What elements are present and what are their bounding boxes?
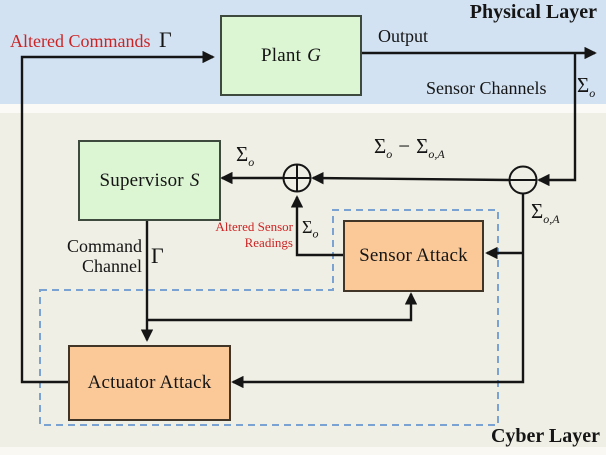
altered-sensor-wire [290, 195, 343, 257]
physical-layer-title: Physical Layer [469, 1, 597, 23]
sigma-diff-wire [311, 171, 511, 185]
layer-divider [0, 104, 606, 113]
sigma-base: Σ [302, 217, 313, 237]
altered-commands-wire [20, 50, 215, 384]
plant-variable: G [307, 44, 321, 66]
sigma-o-channel-label: Σo [577, 73, 596, 101]
sigma-base: Σ [416, 134, 429, 158]
sigma-sub: o [386, 147, 393, 162]
sensor-channels-label: Sensor Channels [426, 78, 547, 98]
gamma-symbol-command: Γ [151, 243, 164, 268]
sigma-sub: o,A [428, 147, 445, 162]
sigma-sub: o [312, 226, 319, 241]
attack-region-dashed-border [39, 209, 499, 426]
altered-sensor-line1: Altered Sensor [215, 219, 293, 234]
sigma-diff-label: Σo−Σo,A [374, 134, 445, 162]
supervisor-variable: S [189, 169, 200, 191]
actuator-attack-label: Actuator Attack [87, 372, 212, 393]
bottom-strip [0, 447, 606, 455]
sigma-base: Σ [577, 73, 590, 97]
altered-commands-text: Altered Commands [10, 31, 151, 51]
sigma-o-altered-label: Σo [302, 217, 319, 241]
sigma-base: Σ [531, 199, 544, 223]
gamma-symbol-top: Γ [158, 27, 172, 52]
sensor-attack-label: Sensor Attack [359, 245, 468, 266]
altered-sensor-readings-label: Altered Sensor Readings [203, 219, 293, 251]
plant-block: Plant G [220, 15, 362, 96]
altered-commands-label: Altered Commands Γ [10, 27, 172, 53]
sigma-o-supervisor-label: Σo [236, 142, 255, 170]
sigma-sub: o [248, 155, 255, 170]
sigma-base: Σ [236, 142, 249, 166]
plant-label: Plant [261, 44, 302, 66]
command-channel-line1: Command [67, 236, 142, 256]
sigma-sub: o,A [543, 212, 560, 227]
supervisor-label: Supervisor [99, 169, 184, 191]
sensor-channel-wire [537, 53, 577, 187]
minus-operator: − [398, 134, 411, 158]
sigma-base: Σ [374, 134, 387, 158]
sensor-attack-block: Sensor Attack [343, 220, 484, 292]
output-label: Output [378, 26, 429, 46]
command-channel-line2: Channel [82, 256, 142, 276]
sigma-oA-label: Σo,A [531, 199, 560, 227]
actuator-attack-block: Actuator Attack [68, 345, 231, 421]
altered-sensor-line2: Readings [244, 235, 293, 250]
sigma-oA-wire [231, 193, 525, 389]
sigma-sub: o [589, 86, 596, 101]
command-channel-label: Command Channel [50, 236, 142, 276]
cyber-layer-title: Cyber Layer [490, 425, 600, 447]
supervisor-block: Supervisor S [78, 140, 221, 221]
command-to-sensor-attack-wire [147, 292, 418, 322]
